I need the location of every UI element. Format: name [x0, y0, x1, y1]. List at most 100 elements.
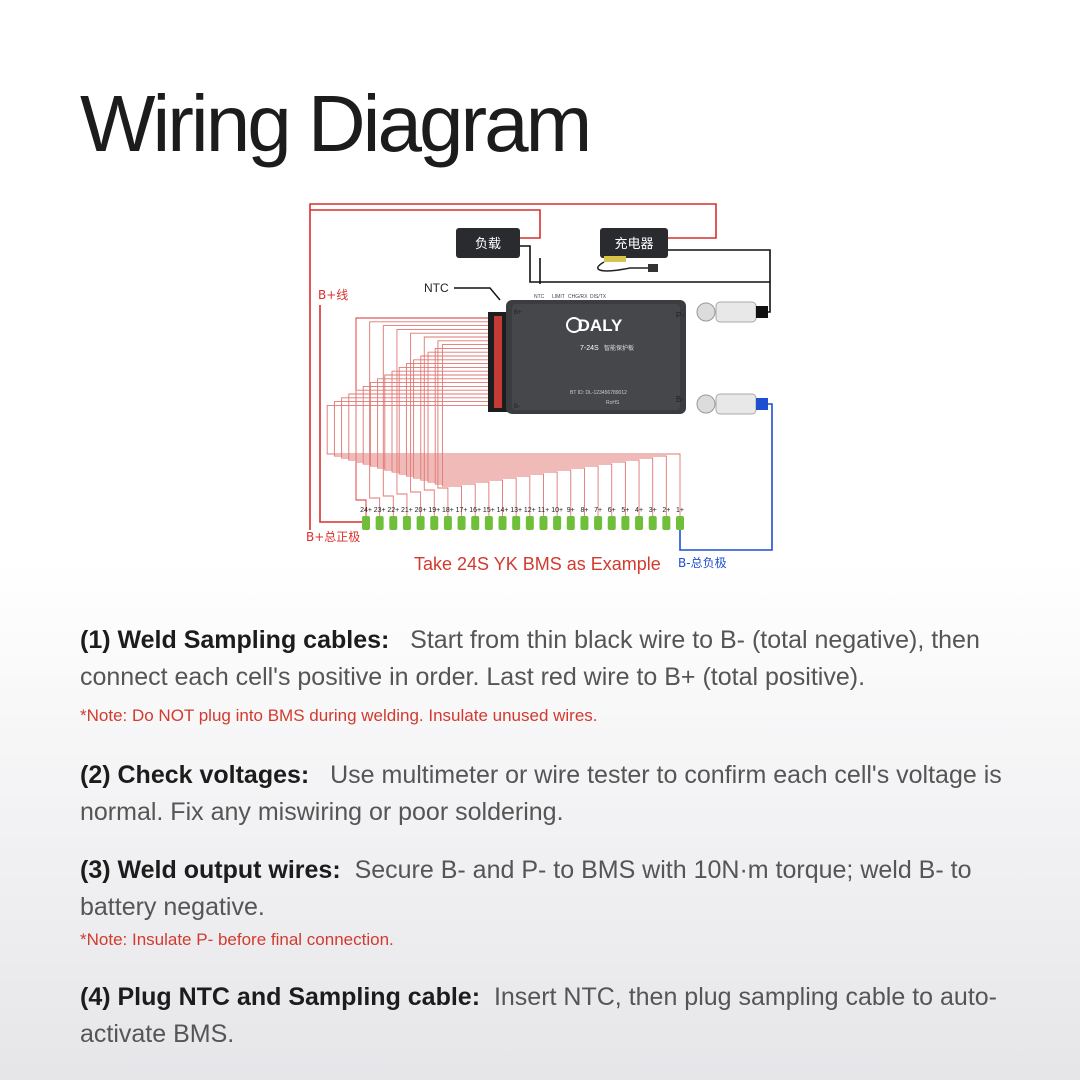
- cell-terminal: [375, 516, 384, 530]
- cell-terminal: [471, 516, 480, 530]
- cell-terminal: [389, 516, 398, 530]
- pminus-terminal: [696, 301, 768, 323]
- sampling-wire: [405, 363, 531, 516]
- bms-brand: DALY: [578, 316, 623, 335]
- sampling-wire: [391, 370, 558, 516]
- sampling-wire: [369, 382, 599, 516]
- cell-terminal: [635, 516, 644, 530]
- cell-terminal: [484, 516, 493, 530]
- bms-rohs: RoHS: [606, 400, 620, 406]
- step-3-text: Secure B- and P- to BMS with 10N·m torqu…: [80, 856, 972, 921]
- cell-terminal: [457, 516, 466, 530]
- sampling-wire: [427, 351, 494, 516]
- step-2-text: Use multimeter or wire tester to confirm…: [80, 761, 1002, 826]
- sampling-wire: [355, 317, 494, 516]
- cell-label: 4+: [635, 507, 643, 514]
- cell-label: 15+: [483, 507, 495, 514]
- cell-terminal: [416, 516, 425, 530]
- bplus-wire-label: B+线: [318, 288, 348, 302]
- load-box: 负载: [456, 228, 520, 258]
- cell-label: 7+: [594, 507, 602, 514]
- cell-label: 6+: [608, 507, 616, 514]
- cell-label: 9+: [567, 507, 575, 514]
- page-title: Wiring Diagram: [80, 79, 592, 168]
- cell-terminal: [621, 516, 630, 530]
- load-label: 负载: [475, 237, 501, 252]
- sampling-wire: [420, 355, 503, 516]
- cell-label: 2+: [662, 507, 670, 514]
- cell-label: 17+: [456, 507, 468, 514]
- sampling-wire: [396, 328, 494, 516]
- cell-terminal: [430, 516, 439, 530]
- sampling-wires: [319, 305, 681, 523]
- step-3-heading: (3) Weld output wires:: [80, 856, 341, 884]
- cell-label: 16+: [469, 507, 481, 514]
- cell-terminal: [539, 516, 548, 530]
- cell-label: 8+: [580, 507, 588, 514]
- sampling-wire: [437, 340, 494, 516]
- cell-label: 14+: [497, 507, 509, 514]
- bms-model: 7-24S: [580, 345, 599, 352]
- cell-label: 20+: [415, 507, 427, 514]
- cell-label: 10+: [551, 507, 563, 514]
- charger-box: 充电器: [597, 228, 668, 272]
- bms-port-limit: LIMIT: [552, 294, 565, 300]
- sampling-wire: [423, 336, 494, 516]
- cell-label: 21+: [401, 507, 413, 514]
- cell-labels: 24+23+22+21+20+19+18+17+16+15+14+13+12+1…: [360, 507, 684, 514]
- cell-terminal: [662, 516, 671, 530]
- ntc-label: NTC: [424, 281, 449, 295]
- sampling-wire: [410, 332, 494, 516]
- cell-terminals: [362, 516, 684, 530]
- cell-label: 11+: [538, 507, 549, 514]
- bms-port-dis: DIS/TX: [590, 294, 607, 300]
- step-4-text: Insert NTC, then plug sampling cable to …: [80, 983, 997, 1048]
- cell-terminal: [362, 516, 370, 530]
- example-caption: Take 24S YK BMS as Example: [414, 554, 661, 574]
- wiring-diagram: 负载 充电器 NTC B+线 DALY 7-24S 智能保护板 BT ID: D…: [306, 203, 773, 574]
- bms-port-chg: CHG/RX: [568, 294, 588, 300]
- bms-subtitle: 智能保护板: [604, 344, 634, 352]
- sampling-wire: [333, 401, 667, 516]
- sampling-wire: [341, 397, 654, 516]
- sampling-wire: [377, 378, 585, 516]
- cell-label: 1+: [676, 507, 684, 514]
- sampling-wire: [369, 321, 494, 516]
- bminus-terminal: [696, 393, 768, 415]
- bplus-red-loop: [309, 203, 717, 530]
- step-1-note: *Note: Do NOT plug into BMS during weldi…: [80, 706, 598, 725]
- step-3: (3) Weld output wires: Secure B- and P- …: [80, 852, 1010, 926]
- bms-pminus: P-: [676, 311, 684, 320]
- ntc-wire: [454, 287, 501, 301]
- cell-terminal: [553, 516, 562, 530]
- bms-port-ntc: NTC: [534, 294, 545, 300]
- charger-label: 充电器: [614, 236, 653, 252]
- sampling-wire: [384, 374, 572, 516]
- step-2-heading: (2) Check voltages:: [80, 761, 310, 789]
- bminus-blue-wire: [679, 403, 773, 551]
- cell-label: 13+: [510, 507, 522, 514]
- bms-board: DALY 7-24S 智能保护板 BT ID: DL-123456789012 …: [506, 294, 686, 414]
- cell-terminal: [607, 516, 616, 530]
- cell-label: 3+: [649, 507, 657, 514]
- cell-label: 24+: [360, 507, 372, 514]
- cell-terminal: [566, 516, 575, 530]
- cell-terminal: [443, 516, 452, 530]
- cell-terminal: [594, 516, 603, 530]
- cell-terminal: [498, 516, 507, 530]
- cell-terminal: [580, 516, 589, 530]
- sampling-wire: [441, 344, 494, 516]
- cell-terminal: [402, 516, 411, 530]
- cell-label: 23+: [374, 507, 386, 514]
- sampling-wire: [398, 366, 544, 516]
- bplus-total-label: B+总正极: [306, 530, 360, 544]
- step-1: (1) Weld Sampling cables: Start from thi…: [80, 622, 1010, 696]
- cell-terminal: [512, 516, 521, 530]
- bplus-main-wire: [319, 305, 362, 523]
- step-1-text: Start from thin black wire to B- (total …: [80, 626, 980, 691]
- step-4: (4) Plug NTC and Sampling cable: Insert …: [80, 979, 1010, 1053]
- step-1-heading: (1) Weld Sampling cables:: [80, 626, 390, 654]
- cell-label: 19+: [428, 507, 440, 514]
- bms-port-bminus: B-: [514, 404, 520, 410]
- step-3-note: *Note: Insulate P- before final connecti…: [80, 930, 394, 949]
